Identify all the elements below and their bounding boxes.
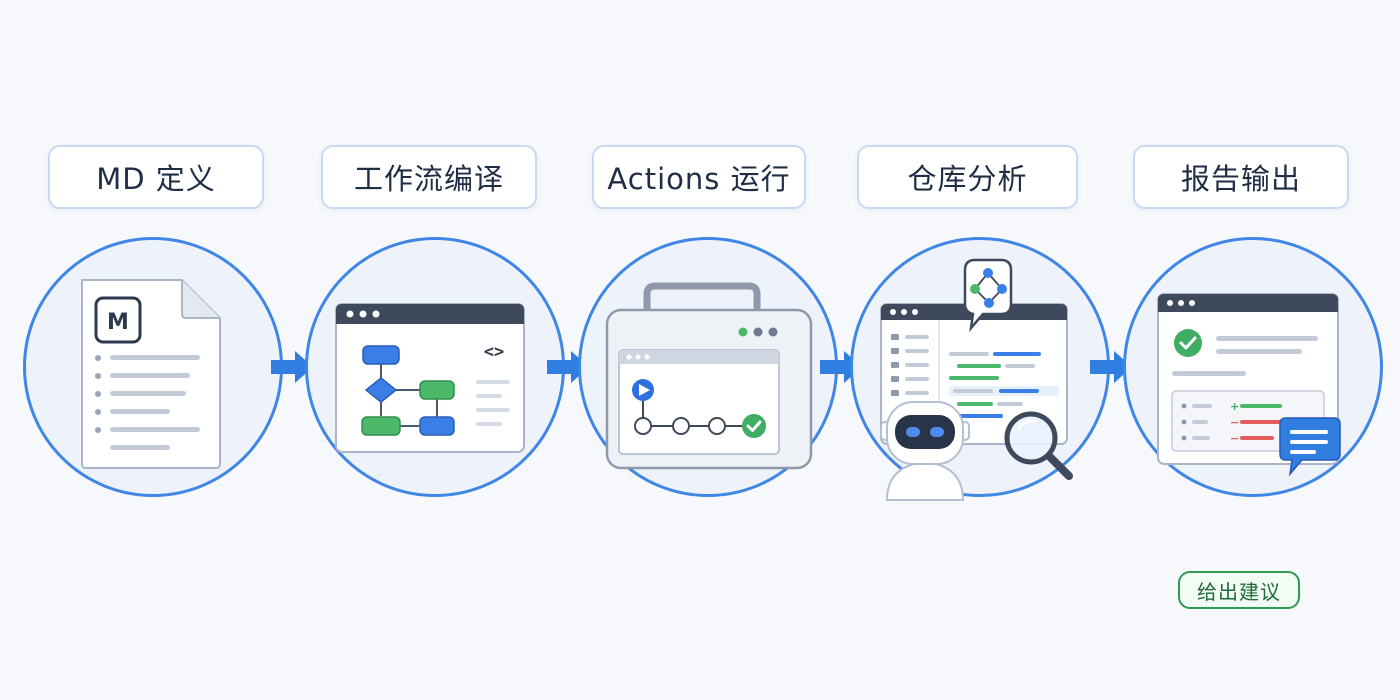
suggestion-badge-label: 给出建议 <box>1197 579 1281 604</box>
stage-label-repo-analysis: 仓库分析 <box>857 145 1078 209</box>
repo-analysis-icon <box>880 258 1073 501</box>
stage-circle-workflow: <> <box>305 237 565 497</box>
stage-circle-md: M <box>23 237 283 497</box>
stage-circle-report: + − − <box>1123 237 1383 497</box>
stage-label-report-output: 报告输出 <box>1133 145 1349 209</box>
stage-label-text: MD 定义 <box>96 162 216 196</box>
md-icon-letter: M <box>107 310 129 335</box>
flow-arrow-icon <box>271 351 313 383</box>
code-brackets-icon: <> <box>484 342 504 362</box>
stage-label-text: 仓库分析 <box>907 162 1028 196</box>
workflow-editor-icon: <> <box>335 303 525 453</box>
diff-minus-icon: − <box>1230 416 1239 429</box>
flow-arrow-icon <box>1090 351 1132 383</box>
suggestion-badge: 给出建议 <box>1178 571 1300 609</box>
actions-runner-icon <box>605 282 813 470</box>
stage-label-actions-run: Actions 运行 <box>592 145 806 209</box>
stage-label-text: 报告输出 <box>1180 162 1301 196</box>
stage-circle-analysis <box>850 237 1110 501</box>
stage-label-text: 工作流编译 <box>353 162 504 196</box>
report-output-icon: + − − <box>1157 293 1341 477</box>
diff-plus-icon: + <box>1230 400 1239 413</box>
stage-label-text: Actions 运行 <box>607 162 791 196</box>
stage-label-workflow-compile: 工作流编译 <box>321 145 537 209</box>
stage-circle-actions <box>578 237 838 497</box>
stage-label-md-define: MD 定义 <box>48 145 264 209</box>
diff-minus-icon: − <box>1230 432 1239 445</box>
markdown-document-icon: M <box>81 279 221 469</box>
